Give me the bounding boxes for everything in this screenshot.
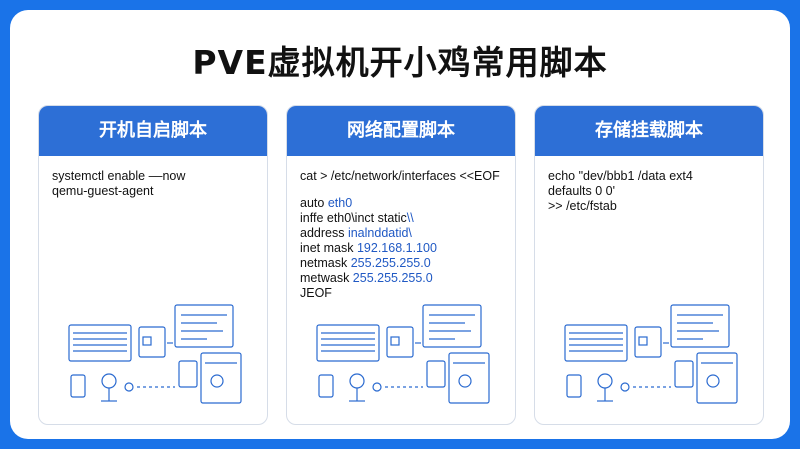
card-code: systemctl enable ––now qemu-guest-agent xyxy=(39,156,267,199)
code-line: JEOF xyxy=(300,286,332,300)
code-line: echo "dev/bbb1 /data ext4 xyxy=(548,169,693,183)
slide-frame: PVE虚拟机开小鸡常用脚本 开机自启脚本 systemctl enable ––… xyxy=(10,10,790,439)
code-line: inffe eth0\inct static\\ xyxy=(300,211,414,225)
card-autostart: 开机自启脚本 systemctl enable ––now qemu-guest… xyxy=(38,105,268,425)
code-line: defaults 0 0' xyxy=(548,184,616,198)
code-line: qemu-guest-agent xyxy=(52,184,154,198)
devices-illustration-icon xyxy=(564,304,738,404)
card-network: 网络配置脚本 cat > /etc/network/interfaces <<E… xyxy=(286,105,516,425)
code-line: metwask 255.255.255.0 xyxy=(300,271,433,285)
code-line: address inalnddatid\ xyxy=(300,226,412,240)
card-code: cat > /etc/network/interfaces <<EOF auto… xyxy=(287,156,515,301)
card-header: 存储挂载脚本 xyxy=(535,106,763,156)
card-storage: 存储挂载脚本 echo "dev/bbb1 /data ext4 default… xyxy=(534,105,764,425)
code-line: netmask 255.255.255.0 xyxy=(300,256,431,270)
devices-illustration-icon xyxy=(68,304,242,404)
card-header: 网络配置脚本 xyxy=(287,106,515,156)
code-line: systemctl enable ––now xyxy=(52,169,186,183)
card-header: 开机自启脚本 xyxy=(39,106,267,156)
page-title: PVE虚拟机开小鸡常用脚本 xyxy=(192,43,608,82)
code-line: >> /etc/fstab xyxy=(548,199,617,213)
devices-illustration-icon xyxy=(316,304,490,404)
card-code: echo "dev/bbb1 /data ext4 defaults 0 0' … xyxy=(535,156,763,214)
code-line: cat > /etc/network/interfaces <<EOF xyxy=(300,169,500,183)
code-line: auto eth0 xyxy=(300,196,353,210)
code-line: inet mask 192.168.1.100 xyxy=(300,241,437,255)
